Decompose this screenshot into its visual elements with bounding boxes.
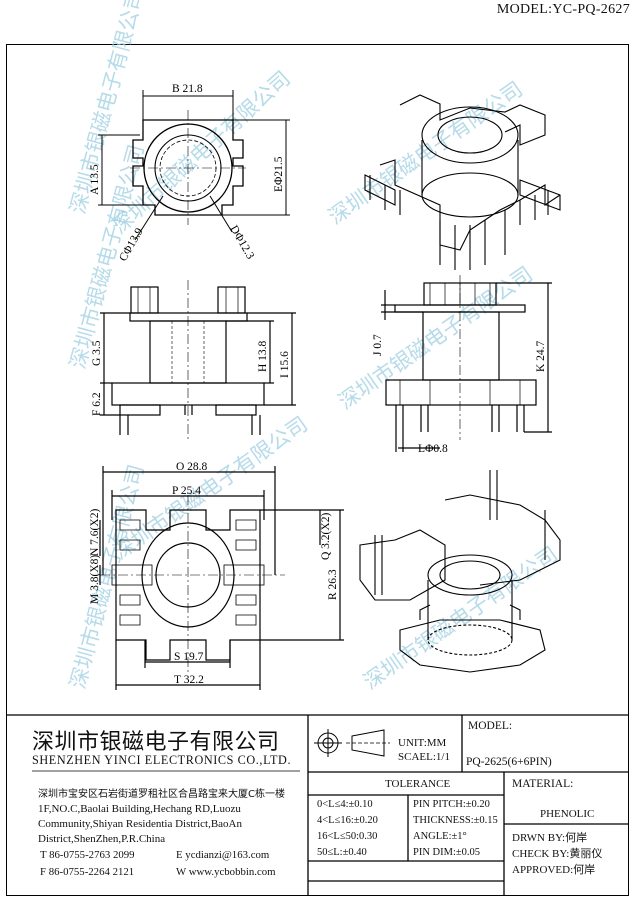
company-name-en: SHENZHEN YINCI ELECTRONICS CO.,LTD. <box>32 753 292 767</box>
dim-F: F 6.2 <box>91 392 103 416</box>
material-label: MATERIAL: <box>512 778 574 790</box>
address-line: District,ShenZhen,P.R.China <box>38 833 166 845</box>
model-value: PQ-2625(6+6PIN) <box>466 756 552 768</box>
dim-I: I 15.6 <box>279 351 291 378</box>
fax: F 86-0755-2264 2121 <box>40 866 135 878</box>
address-line: 1F,NO.C,Baolai Building,Hechang RD,Luozu <box>38 803 241 815</box>
address-line: 深圳市宝安区石岩街道罗租社区合昌路宝来大厦C栋一楼 <box>38 789 285 800</box>
drawn-by: DRWN BY:何岸 <box>512 832 588 844</box>
tolerance-row: 4<L≤16:±0.20 <box>317 815 378 826</box>
company-address: 深圳市宝安区石岩街道罗租社区合昌路宝来大厦C栋一楼 1F,NO.C,Baolai… <box>38 787 308 847</box>
pin-spec-row: PIN PITCH:±0.20 <box>413 799 490 810</box>
dim-T: T 32.2 <box>174 674 204 686</box>
company-name-cn: 深圳市银磁电子有限公司 <box>32 730 280 755</box>
material-value: PHENOLIC <box>540 808 595 820</box>
dim-M: M 3.8(X8) <box>89 555 101 604</box>
pin-spec-row: THICKNESS:±0.15 <box>413 815 498 826</box>
model-label: MODEL: <box>468 720 513 732</box>
bottom-view <box>99 466 344 690</box>
approved-by: APPROVED:何岸 <box>512 864 596 876</box>
tolerance-row: 16<L≤50:0.30 <box>317 831 378 842</box>
dim-L: LΦ0.8 <box>418 443 448 455</box>
iso-view-top <box>364 94 561 270</box>
side-view <box>381 275 552 452</box>
unit-label: UNIT:MM <box>398 737 447 749</box>
drawing-frame <box>6 44 629 896</box>
scale-label: SCAEL:1/1 <box>398 751 450 763</box>
dim-G: G 3.5 <box>91 340 103 366</box>
check-by: CHECK BY:黄丽仪 <box>512 848 603 860</box>
dim-P: P 25.4 <box>172 485 201 497</box>
dim-A: A 13.5 <box>89 164 101 195</box>
tolerance-row: 50≤L:±0.40 <box>317 847 367 858</box>
dim-B: B 21.8 <box>172 83 203 95</box>
tel: T 86-0755-2763 2099 <box>40 849 135 861</box>
model-title: MODEL:YC-PQ-2627 <box>496 2 630 17</box>
tolerance-row: 0<L≤4:±0.10 <box>317 799 373 810</box>
website: W www.ycbobbin.com <box>176 866 276 878</box>
dim-N: N 7.6(X2) <box>89 509 101 556</box>
front-view <box>100 280 296 440</box>
pin-spec-row: PIN DIM:±0.05 <box>413 847 481 858</box>
dim-R: R 26.3 <box>327 569 339 600</box>
dim-E: EΦ21.5 <box>273 156 285 192</box>
iso-view-bottom <box>359 470 561 673</box>
dim-H: H 13.8 <box>257 340 269 372</box>
top-view <box>98 90 290 241</box>
dim-S: S 19.7 <box>174 651 204 663</box>
email: E ycdianzi@163.com <box>176 849 270 861</box>
pin-spec-row: ANGLE:±1° <box>413 831 467 842</box>
technical-drawing: 深圳市银磁电子有限公司 深圳市银磁电子有限公司 深圳市银磁电子有限公司 深圳市银… <box>66 0 562 694</box>
projection-symbol-icon <box>314 729 390 757</box>
dim-O: O 28.8 <box>176 461 208 473</box>
dim-Q: Q 3.2(X2) <box>320 513 332 560</box>
dim-K: K 24.7 <box>535 340 547 372</box>
dim-J: J 0.7 <box>372 334 384 356</box>
address-line: Community,Shiyan Residentia District,Bao… <box>38 818 242 830</box>
tolerance-label: TOLERANCE <box>385 778 451 790</box>
